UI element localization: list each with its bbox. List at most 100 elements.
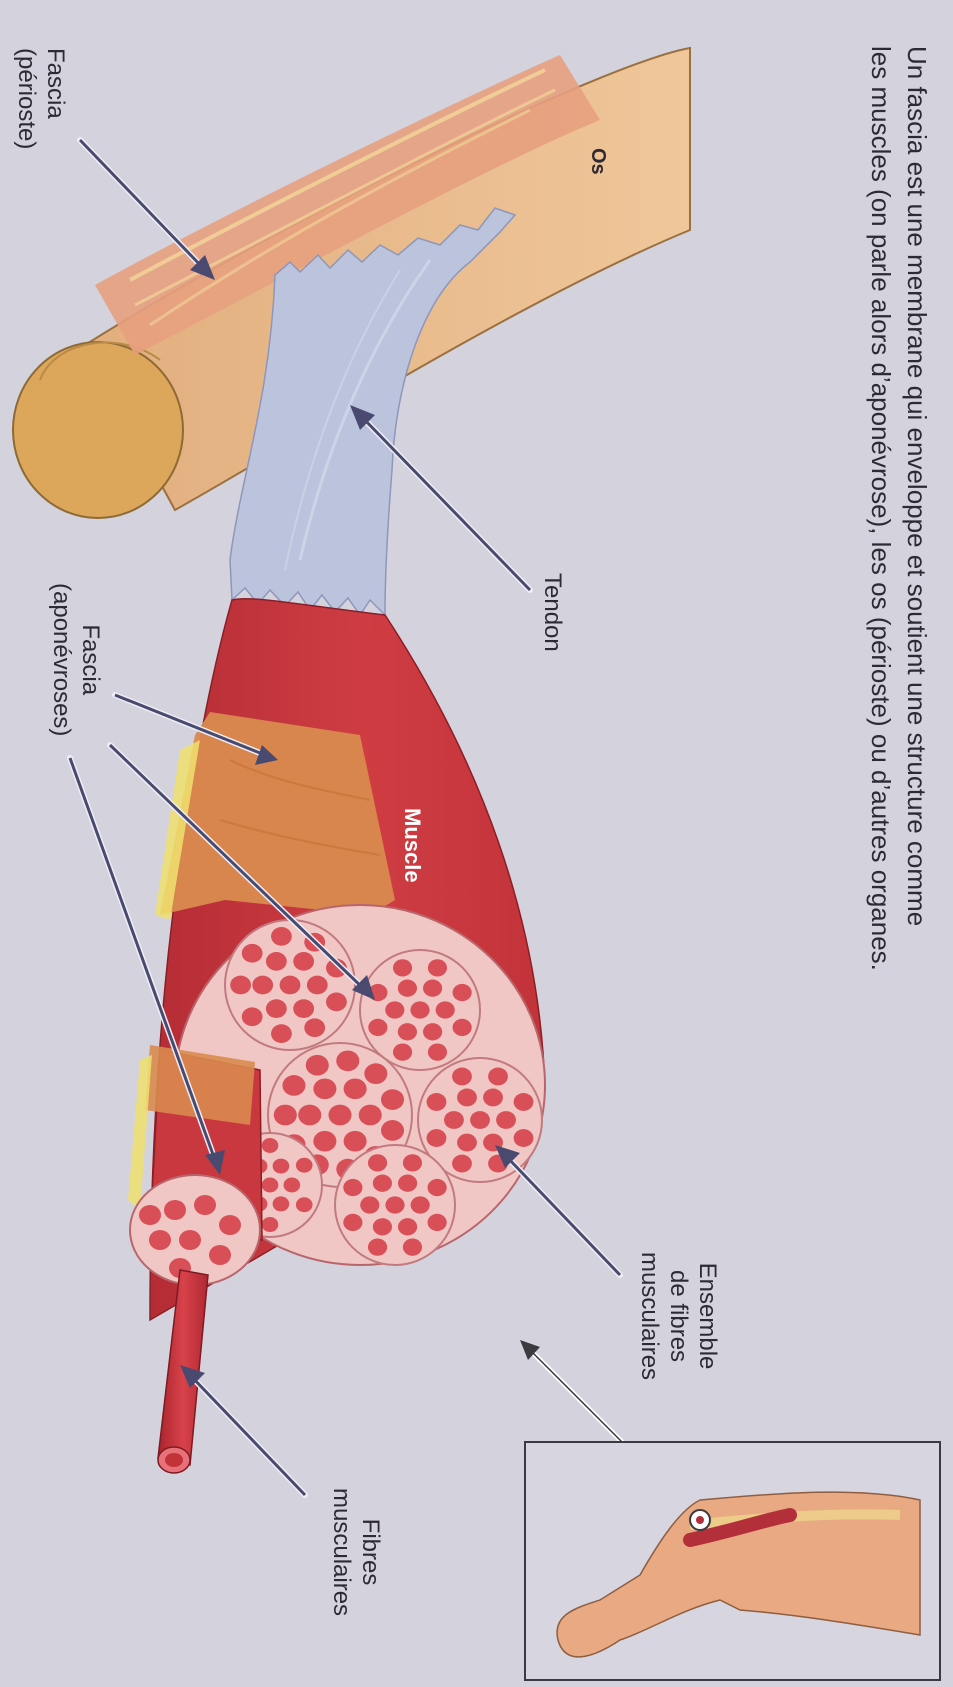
muscle-fibre-dot [343, 1179, 362, 1196]
muscle-fibre-dot [444, 1111, 464, 1129]
caption-line-1: Un fascia est une membrane qui enveloppe… [899, 46, 935, 971]
muscle-fibre-dot [343, 1214, 362, 1231]
muscle-fibre-dot [428, 1043, 447, 1060]
muscle-fibre-dot [284, 1178, 301, 1193]
muscle-fibre-dot [262, 1138, 279, 1153]
muscle-fibre-dot [427, 1093, 447, 1111]
label-fascia-aponevroses: Fascia (aponévroses) [47, 583, 105, 736]
muscle-fibre-dot [360, 1196, 379, 1213]
muscle-fibre-dot [271, 927, 292, 946]
muscle-fibre-dot [453, 1019, 472, 1036]
muscle-fibre-dot [304, 1018, 325, 1037]
muscle-fibre-dot [457, 1134, 477, 1152]
muscle-fibre-dot [373, 1175, 392, 1192]
muscle-fibre-dot [242, 1007, 263, 1026]
inset-arm-panel [525, 1442, 940, 1680]
muscle-fibre-dot [266, 999, 287, 1018]
muscle-fibre-dot [373, 1218, 392, 1235]
muscle-fibre-dot [428, 1214, 447, 1231]
muscle-fibre-dot [313, 1078, 336, 1099]
muscle-fibre-dot [139, 1205, 161, 1225]
muscle-fibre-dot [328, 1105, 351, 1126]
muscle-fibre-dot [282, 1075, 305, 1096]
muscle-fibre-dot [403, 1154, 422, 1171]
muscle-fibre-dot [514, 1129, 534, 1147]
muscle-fibre-dot [298, 1105, 321, 1126]
muscle-fibre-dot [488, 1068, 508, 1086]
muscle-fibre-dot [428, 1179, 447, 1196]
muscle-fibre-dot [164, 1200, 186, 1220]
muscle-fibre-dot [398, 1023, 417, 1040]
muscle-fibre-dot [280, 976, 301, 995]
muscle-fibre-dot [266, 952, 287, 971]
label-os: Os [583, 148, 612, 175]
muscle-fibre-dot [219, 1215, 241, 1235]
muscle-fibre-dot [274, 1105, 297, 1126]
muscle-fibre-dot [344, 1078, 367, 1099]
muscle-fibre-dot [364, 1063, 387, 1084]
label-ensemble-fibres: Ensemble de fibres musculaires [635, 1252, 722, 1380]
muscle-fibre-dot [296, 1197, 313, 1212]
muscle-fibre-dot [398, 980, 417, 997]
muscle-fibre-dot [368, 1154, 387, 1171]
muscle-fibre-dot [452, 1155, 472, 1173]
label-fascia-perioste: Fascia (périoste) [12, 48, 70, 149]
muscle-fibre-dot [293, 999, 314, 1018]
muscle-fibre-dot [452, 1068, 472, 1086]
muscle-fibre-dot [411, 1196, 430, 1213]
muscle-fibre-dot [483, 1089, 503, 1107]
muscle-fibre-dot [179, 1230, 201, 1250]
fascia-patch-muscle [155, 712, 395, 920]
muscle-fibre-dot [296, 1158, 313, 1173]
muscle-fibre-dot [381, 1120, 404, 1141]
muscle-fibre-dot [423, 1023, 442, 1040]
muscle-fibre-dot [398, 1175, 417, 1192]
caption-line-2: les muscles (on parle alors d’aponévrose… [863, 46, 899, 971]
muscle-fibre-dot [393, 1043, 412, 1060]
muscle-fibre-dot [252, 976, 273, 995]
muscle-fibre-dot [427, 1129, 447, 1147]
muscle-fibre-dot [514, 1093, 534, 1111]
muscle-fibre-dot [336, 1050, 359, 1071]
muscle-fibre-dot [403, 1238, 422, 1255]
muscle-fibre-dot [194, 1195, 216, 1215]
muscle-fibre-dot [271, 1024, 292, 1043]
muscle-fibre-dot [209, 1245, 231, 1265]
muscle-fibre-dot [273, 1196, 290, 1211]
label-fibres-musculaires: Fibres musculaires [327, 1488, 385, 1616]
caption: Un fascia est une membrane qui enveloppe… [863, 46, 935, 971]
muscle-fibre-dot [307, 976, 328, 995]
muscle-fibre-dot [149, 1230, 171, 1250]
muscle-fibre-dot [381, 1089, 404, 1110]
muscle-fibre-dot [368, 1238, 387, 1255]
muscle-fibre-dot [398, 1218, 417, 1235]
muscle-fibre-dot [385, 1196, 404, 1213]
muscle-fibre-dot [496, 1111, 516, 1129]
muscle-fibre-dot [242, 944, 263, 963]
fibre-bundle [128, 1045, 262, 1285]
leader-fibres-musculaires [180, 1365, 305, 1495]
label-muscle: Muscle [398, 808, 427, 883]
muscle-fibre-dot [457, 1089, 477, 1107]
muscle-fibre-dot [385, 1001, 404, 1018]
muscle-fibre-dot [313, 1131, 336, 1152]
muscle-fibre-dot [393, 959, 412, 976]
label-tendon: Tendon [538, 573, 567, 652]
muscle-fibre-dot [230, 976, 251, 995]
muscle-fibre-dot [306, 1055, 329, 1076]
muscle-fibre-dot [262, 1178, 279, 1193]
muscle-fibre-dot [368, 1019, 387, 1036]
muscle-fibre-dot [423, 980, 442, 997]
muscle-fibre-dot [470, 1111, 490, 1129]
muscle-fibre-dot [293, 952, 314, 971]
muscle-fibre-dot [410, 1001, 429, 1018]
muscle-fibre-dot [344, 1131, 367, 1152]
muscle-fibre-dot [359, 1105, 382, 1126]
muscle-fibre-dot [273, 1159, 290, 1174]
leader-ensemble-fibres [495, 1145, 620, 1275]
muscle-fibre-dot [436, 1001, 455, 1018]
muscle-fibre-dot [326, 993, 347, 1012]
muscle-fibre-dot [428, 959, 447, 976]
